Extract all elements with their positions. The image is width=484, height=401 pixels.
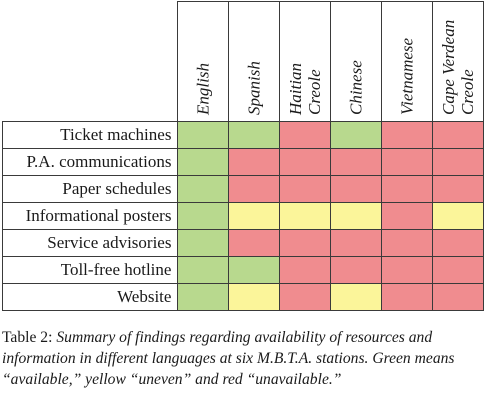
language-header: Cape Verdean Creole xyxy=(432,1,484,122)
status-cell-unavailable xyxy=(432,175,484,203)
status-cell-available xyxy=(177,229,230,257)
status-cell-unavailable xyxy=(432,256,484,284)
language-label: Cape Verdean Creole xyxy=(439,19,478,115)
status-cell-unavailable xyxy=(381,283,434,311)
caption-separator: : xyxy=(48,329,57,346)
table-row: P.A. communications xyxy=(1,148,484,176)
status-cell-unavailable xyxy=(381,121,434,149)
row-label: Website xyxy=(1,283,179,311)
language-label: English xyxy=(193,63,213,115)
status-cell-available xyxy=(330,121,383,149)
table-row: Service advisories xyxy=(1,229,484,257)
table-row: Ticket machines xyxy=(1,121,484,149)
status-cell-unavailable xyxy=(330,175,383,203)
table-row: Website xyxy=(1,283,484,311)
status-cell-unavailable xyxy=(330,256,383,284)
language-header-row: English Spanish Haitian Creole Chinese V… xyxy=(2,1,484,122)
status-cell-unavailable xyxy=(381,148,434,176)
row-label: Paper schedules xyxy=(1,175,179,203)
language-header: Spanish xyxy=(228,1,281,122)
status-cell-uneven xyxy=(330,283,383,311)
status-cell-available xyxy=(177,148,230,176)
status-cell-available xyxy=(177,283,230,311)
table-row: Paper schedules xyxy=(1,175,484,203)
status-cell-available xyxy=(177,175,230,203)
status-cell-unavailable xyxy=(381,229,434,257)
language-label: Vietnamese xyxy=(397,37,417,115)
status-cell-unavailable xyxy=(432,121,484,149)
caption-text: Summary of findings regarding availabili… xyxy=(2,329,455,388)
status-cell-unavailable xyxy=(381,175,434,203)
status-cell-available xyxy=(177,121,230,149)
status-cell-uneven xyxy=(228,202,281,230)
row-label: Toll-free hotline xyxy=(1,256,179,284)
status-cell-unavailable xyxy=(228,175,281,203)
status-cell-uneven xyxy=(228,283,281,311)
language-label: Spanish xyxy=(244,61,264,115)
table-row: Informational posters xyxy=(1,202,484,230)
status-cell-available xyxy=(177,202,230,230)
status-cell-unavailable xyxy=(228,229,281,257)
status-cell-unavailable xyxy=(330,148,383,176)
status-cell-unavailable xyxy=(432,229,484,257)
language-label: Haitian Creole xyxy=(286,63,325,115)
status-cell-uneven xyxy=(279,202,332,230)
language-header: Chinese xyxy=(330,1,383,122)
status-cell-available xyxy=(177,256,230,284)
status-cell-unavailable xyxy=(279,148,332,176)
row-label: P.A. communications xyxy=(1,148,179,176)
status-cell-unavailable xyxy=(381,202,434,230)
language-header: Vietnamese xyxy=(381,1,434,122)
table-caption: Table 2: Summary of findings regarding a… xyxy=(2,327,482,390)
status-cell-unavailable xyxy=(381,256,434,284)
status-cell-unavailable xyxy=(279,121,332,149)
status-cell-uneven xyxy=(330,202,383,230)
status-cell-unavailable xyxy=(330,229,383,257)
availability-table: English Spanish Haitian Creole Chinese V… xyxy=(1,1,484,311)
status-cell-available xyxy=(228,121,281,149)
availability-table-container: English Spanish Haitian Creole Chinese V… xyxy=(1,1,484,311)
table-corner xyxy=(2,1,179,122)
table-row: Toll-free hotline xyxy=(1,256,484,284)
status-cell-unavailable xyxy=(279,229,332,257)
row-label: Informational posters xyxy=(1,202,179,230)
status-cell-unavailable xyxy=(228,148,281,176)
status-cell-unavailable xyxy=(432,283,484,311)
language-label: Chinese xyxy=(346,60,366,115)
status-cell-unavailable xyxy=(279,283,332,311)
status-cell-unavailable xyxy=(432,148,484,176)
language-header: Haitian Creole xyxy=(279,1,332,122)
status-cell-available xyxy=(228,256,281,284)
row-label: Service advisories xyxy=(1,229,179,257)
status-cell-unavailable xyxy=(279,256,332,284)
status-cell-unavailable xyxy=(279,175,332,203)
row-label: Ticket machines xyxy=(1,121,179,149)
status-cell-uneven xyxy=(432,202,484,230)
language-header: English xyxy=(177,1,230,122)
caption-label: Table 2 xyxy=(2,329,49,346)
